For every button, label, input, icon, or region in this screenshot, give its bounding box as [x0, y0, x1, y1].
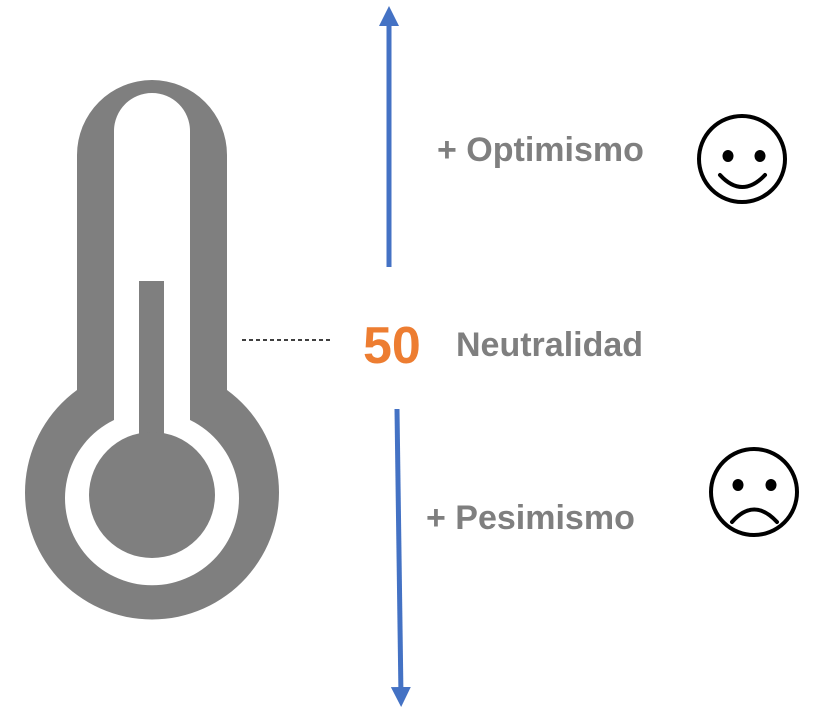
thermometer-icon — [25, 80, 280, 620]
pessimism-arrow — [390, 408, 411, 707]
optimism-label: + Optimismo — [437, 131, 644, 169]
thermometer-stem — [139, 281, 164, 441]
neutral-value: 50 — [363, 317, 421, 375]
neutral-label: Neutralidad — [456, 326, 644, 364]
smiley-sad-icon — [709, 447, 799, 537]
thermometer-body — [25, 80, 280, 620]
smiley-happy-icon — [697, 114, 787, 204]
thermometer-bulb — [89, 432, 215, 558]
pessimism-label: + Pesimismo — [426, 499, 635, 537]
